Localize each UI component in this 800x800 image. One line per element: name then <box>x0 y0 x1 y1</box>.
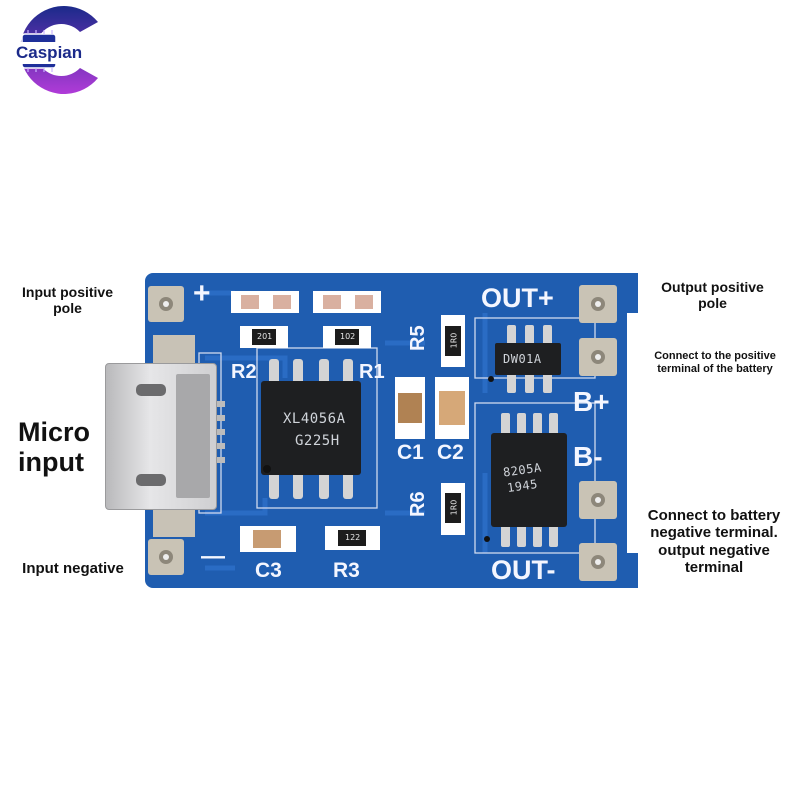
silk-out-plus: OUT+ <box>481 283 554 313</box>
board-artwork <box>145 273 638 588</box>
silk-out-minus: OUT- <box>491 555 556 585</box>
silk-c3: C3 <box>255 559 282 582</box>
protection-chip-label: DW01A <box>503 352 542 366</box>
silk-b-plus: B+ <box>573 386 610 417</box>
silk-b-minus: B- <box>573 441 603 472</box>
code-r3: 122 <box>345 533 361 542</box>
silk-r1: R1 <box>359 361 385 383</box>
brand-logo: Caspian <box>0 0 110 100</box>
code-r2: 201 <box>257 332 273 341</box>
label-input-negative: Input negative <box>22 560 124 577</box>
code-r5: 1R0 <box>449 332 459 349</box>
silk-c1: C1 <box>397 441 424 464</box>
label-micro-input: Micro input <box>18 417 91 477</box>
main-chip-line1: XL4056A <box>283 411 346 427</box>
micro-usb-connector <box>105 363 217 510</box>
code-r6: 1R0 <box>449 499 459 516</box>
silk-r5: R5 <box>407 325 429 351</box>
pads <box>148 285 617 581</box>
silk-r6: R6 <box>407 491 429 517</box>
code-r1: 102 <box>340 332 356 341</box>
silk-c2: C2 <box>437 441 464 464</box>
silk-r2: R2 <box>231 361 257 383</box>
label-output-positive: Output positive pole <box>661 279 764 312</box>
label-battery-negative: Connect to battery negative terminal. ou… <box>647 507 781 576</box>
logo-text: Caspian <box>12 42 87 64</box>
silk-minus: — <box>201 543 225 570</box>
charger-board: + — OUT+ OUT- B+ B- R2 R1 R3 R5 R6 C1 C2… <box>105 273 638 588</box>
label-battery-positive: Connect to the positive terminal of the … <box>654 350 776 375</box>
silk-plus: + <box>193 277 211 310</box>
label-input-positive: Input positive pole <box>22 284 113 317</box>
silk-r3: R3 <box>333 559 360 582</box>
main-chip-line2: G225H <box>295 433 340 449</box>
